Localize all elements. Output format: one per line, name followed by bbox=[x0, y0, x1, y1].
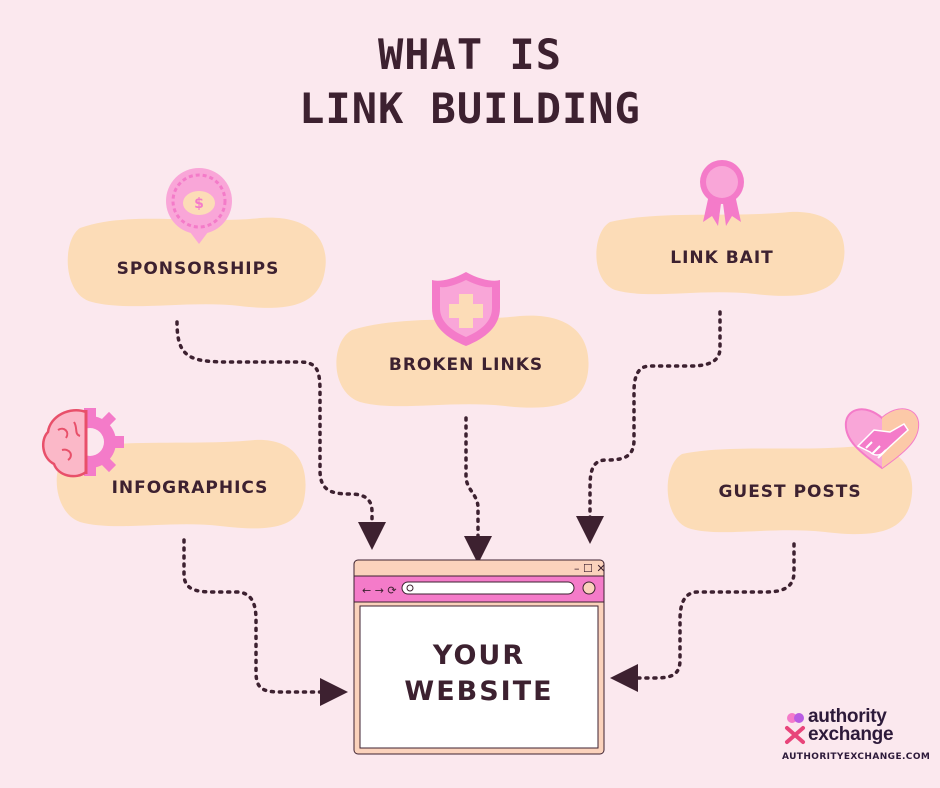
connector-broken-links bbox=[464, 416, 492, 564]
connector-infographics bbox=[182, 538, 348, 706]
target-line-2: WEBSITE bbox=[404, 676, 554, 707]
source-broken-links: BROKEN LINKS bbox=[388, 355, 544, 375]
address-bar bbox=[401, 581, 575, 595]
connector-sponsorships bbox=[175, 320, 386, 550]
connector-link-bait bbox=[576, 310, 722, 544]
shield-plus-icon bbox=[432, 272, 500, 346]
source-link-bait: LINK BAIT bbox=[670, 248, 774, 268]
guest-posts-blob bbox=[667, 445, 913, 535]
source-guest-posts: GUEST POSTS bbox=[718, 482, 862, 502]
page-title: WHAT IS LINK BUILDING bbox=[0, 28, 940, 136]
nav-arrows-icon: ← → ⟳ bbox=[362, 584, 397, 597]
title-line-2: LINK BUILDING bbox=[299, 84, 641, 133]
handshake-heart-icon bbox=[844, 408, 920, 470]
source-sponsorships: SPONSORSHIPS bbox=[116, 259, 280, 279]
source-infographics: INFOGRAPHICS bbox=[111, 478, 269, 498]
money-pin-icon: $ bbox=[166, 168, 232, 244]
window-controls-icon: – ☐ ✕ bbox=[574, 562, 606, 575]
broken-links-blob bbox=[336, 315, 589, 408]
target-line-1: YOUR bbox=[432, 640, 526, 671]
link-bait-blob bbox=[596, 211, 845, 296]
brand-name-line-1: authority bbox=[808, 706, 887, 727]
sponsorships-blob bbox=[67, 217, 326, 308]
brand-url[interactable]: AUTHORITYEXCHANGE.COM bbox=[782, 752, 931, 762]
browser-menu-icon bbox=[582, 581, 596, 595]
website-browser-window: – ☐ ✕ ← → ⟳ bbox=[353, 559, 606, 755]
target-website-label: YOUR WEBSITE bbox=[360, 638, 598, 710]
infographics-blob bbox=[56, 439, 306, 529]
brain-gear-icon bbox=[41, 408, 124, 478]
svg-text:$: $ bbox=[194, 196, 204, 212]
brand-name: authority exchange bbox=[808, 706, 894, 745]
authority-exchange-logo-icon bbox=[785, 713, 805, 744]
title-line-1: WHAT IS bbox=[377, 30, 562, 79]
brand-name-line-2: exchange bbox=[808, 724, 894, 745]
address-search-icon bbox=[406, 584, 414, 592]
connector-guest-posts bbox=[610, 542, 796, 692]
award-ribbon-icon bbox=[700, 160, 744, 226]
